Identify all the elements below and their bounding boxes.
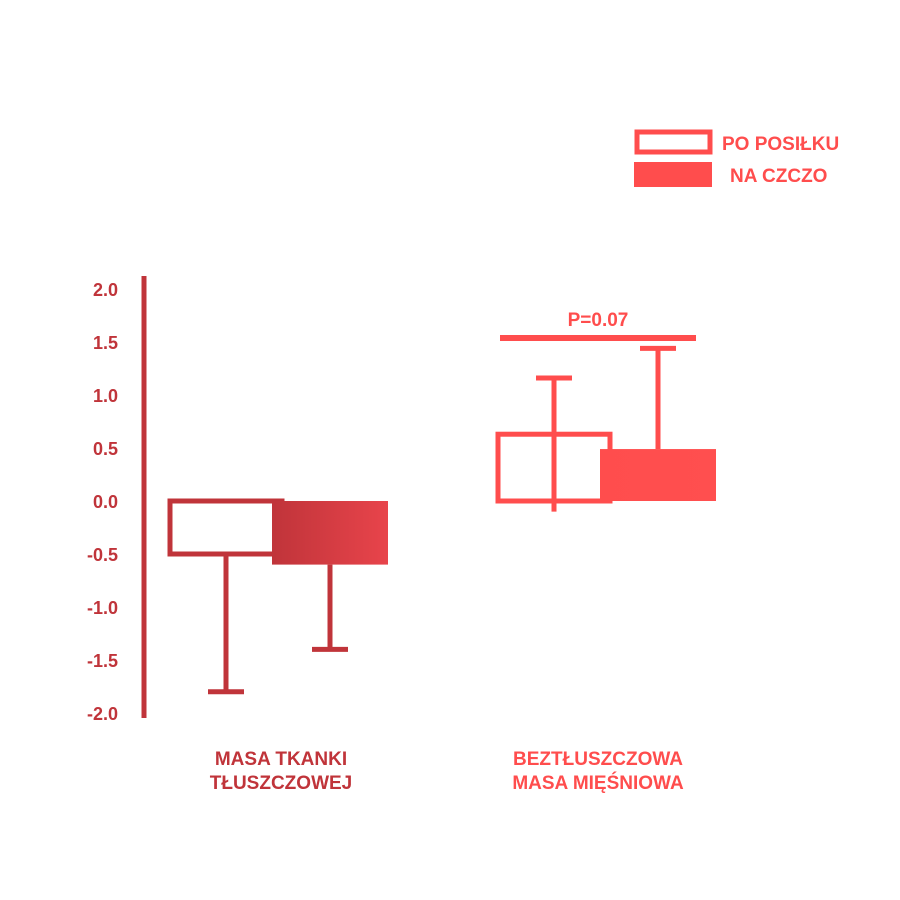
category-label: BEZTŁUSZCZOWA [513,749,683,770]
category-label: TŁUSZCZOWEJ [210,773,353,794]
legend: PO POSIŁKU NA CZCZO [634,129,839,187]
bars-layer [167,345,716,695]
y-tick-label: 2.0 [93,280,118,300]
category-label: MASA MIĘŚNIOWA [512,772,684,794]
y-tick-label: -1.0 [87,598,118,618]
y-tick-label: 1.5 [93,333,118,353]
y-tick-label: -2.0 [87,704,118,724]
category-labels: MASA TKANKI TŁUSZCZOWEJ BEZTŁUSZCZOWAMASA … [210,749,684,794]
axes-layer [141,276,736,719]
bar-na-czczo-0 [272,501,388,565]
bar-na-czczo-1 [600,449,716,501]
p-value-label: P=0.07 [568,310,629,331]
y-tick-label: -0.5 [87,545,118,565]
y-tick-label: 0.0 [93,492,118,512]
y-tick-label: 1.0 [93,386,118,406]
legend-label: NA CZCZO [730,166,827,187]
y-tick-labels: 2.0 1.5 1.0 0.5 0.0 -0.5 -1.0 -1.5 -2.0 [87,280,118,724]
y-tick-label: 0.5 [93,439,118,459]
legend-swatch-outline [634,129,713,155]
legend-swatch-filled [634,162,712,187]
bar-po-posilku-0 [167,498,285,557]
y-tick-label: -1.5 [87,651,118,671]
category-label: MASA TKANKI [215,749,347,770]
legend-label: PO POSIŁKU [722,134,839,155]
annotations-layer: P=0.07 [500,310,696,341]
